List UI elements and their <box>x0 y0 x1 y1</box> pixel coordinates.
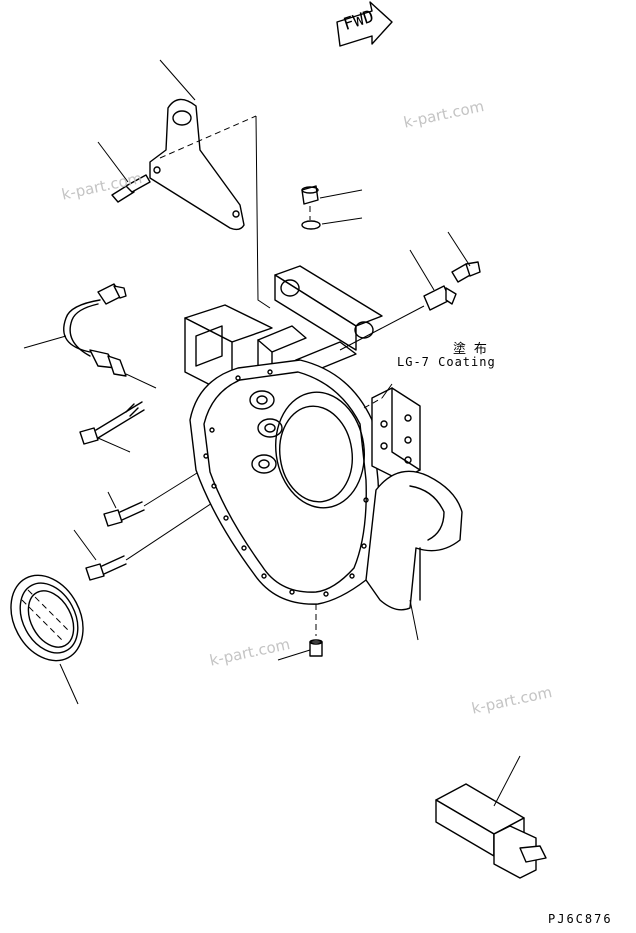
long-bolt-upper <box>79 401 145 453</box>
bracket-leader-line <box>255 115 271 309</box>
long-bolt-lower <box>73 469 263 581</box>
coating-leader-line <box>381 383 393 399</box>
plug-and-o-ring <box>301 185 363 230</box>
coating-japanese-label: 塗 布 <box>453 342 487 357</box>
flywheel-housing <box>184 265 463 641</box>
pickup-and-bolt <box>339 231 481 351</box>
turning-tool <box>435 755 547 879</box>
drain-plug <box>277 604 323 661</box>
coating-label: LG-7 Coating <box>397 355 496 369</box>
mounting-bracket <box>149 59 257 231</box>
drawing-number: PJ6C876 <box>548 912 613 926</box>
fwd-arrow-icon <box>336 1 393 47</box>
bracket-bolt <box>97 141 151 203</box>
oil-seal <box>10 574 84 705</box>
speed-sensor-with-connector <box>23 283 157 389</box>
